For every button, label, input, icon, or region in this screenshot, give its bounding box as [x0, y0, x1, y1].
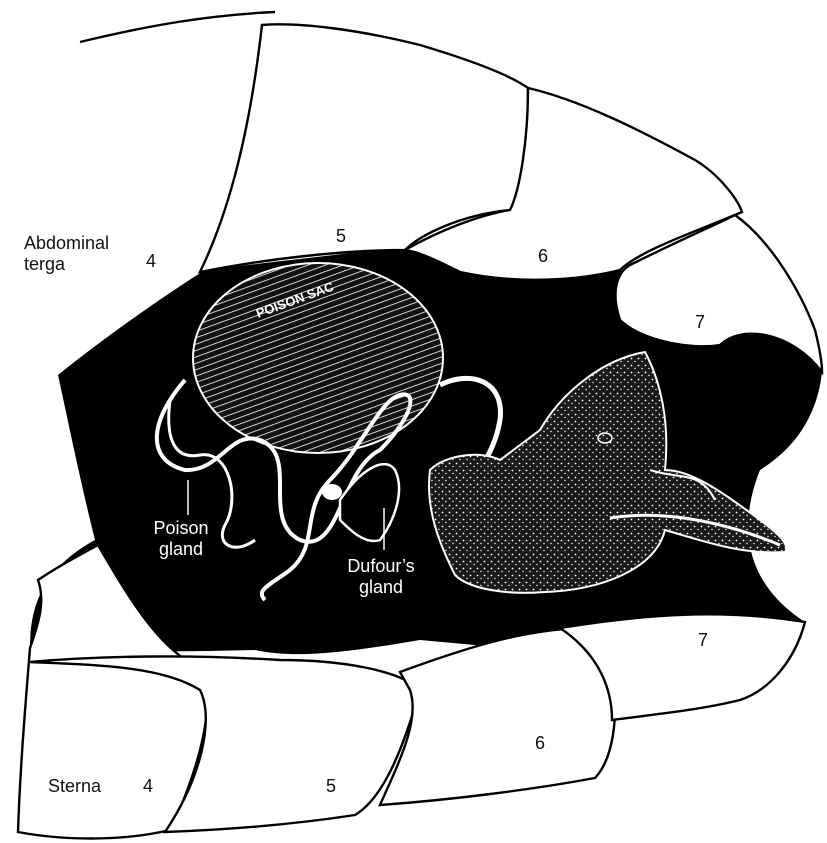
dufours-gland-line2: gland [347, 577, 414, 598]
sterna-label: Sterna [48, 776, 101, 797]
poison-gland-line2: gland [153, 539, 208, 560]
sternum-6-number: 6 [535, 733, 545, 754]
sternum-7-number: 7 [698, 630, 708, 651]
tergum-6-number: 6 [538, 246, 548, 267]
poison-gland-line1: Poison [153, 518, 208, 539]
sternum-6-plate [380, 628, 615, 805]
dufours-gland-line1: Dufour’s [347, 556, 414, 577]
poison-gland-label: Poison gland [153, 518, 208, 560]
tergum-4-number: 4 [146, 251, 156, 272]
sternum-4-number: 4 [143, 776, 153, 797]
abdominal-terga-line2: terga [24, 254, 109, 275]
tergum-4-dorsal-edge [80, 12, 275, 42]
tergum-5-number: 5 [336, 226, 346, 247]
abdominal-terga-line1: Abdominal [24, 233, 109, 254]
abdominal-terga-label: Abdominal terga [24, 233, 109, 275]
sternum-5-number: 5 [326, 776, 336, 797]
tergum-7-number: 7 [695, 312, 705, 333]
dufours-gland-label: Dufour’s gland [347, 556, 414, 598]
gland-bulb [322, 484, 342, 500]
